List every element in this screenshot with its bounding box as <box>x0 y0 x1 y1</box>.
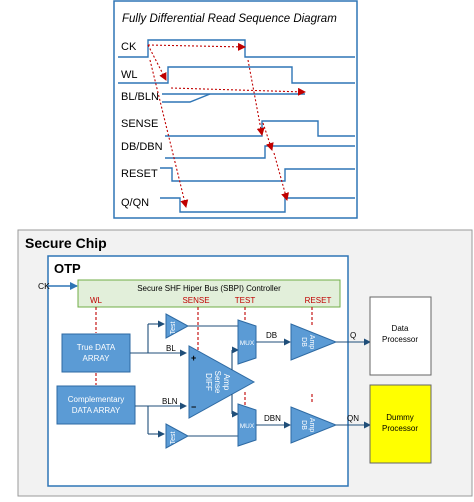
comp-array-line1: Complementary <box>68 395 124 404</box>
timing-diagram: Fully Differential Read Sequence Diagram… <box>113 0 358 219</box>
waveform-db <box>165 145 355 159</box>
db-amp-bottom <box>290 406 338 444</box>
qn-label: QN <box>347 414 359 423</box>
ctrl-signal-test: TEST <box>235 296 256 305</box>
mux-bottom <box>237 403 257 447</box>
dummy-processor-line2: Processor <box>382 424 418 433</box>
ctrl-signal-sense: SENSE <box>182 296 209 305</box>
true-array-line1: True DATA <box>77 343 116 352</box>
sense-amp-plus: + <box>191 353 196 363</box>
db-label: DB <box>266 331 277 340</box>
arrow-ck-to-q <box>149 59 189 208</box>
data-processor-line2: Processor <box>382 335 418 344</box>
sense-amp-line3: Amp <box>222 374 231 391</box>
waveform-wl <box>118 66 355 84</box>
comp-array-line2: DATA ARRAY <box>72 406 121 415</box>
bl-label: BL <box>166 344 176 353</box>
signal-label-reset: RESET <box>121 168 158 180</box>
signal-label-sense: SENSE <box>121 118 158 130</box>
arrow-ck-to-sense <box>247 59 265 136</box>
waveform-ck <box>118 39 355 58</box>
true-data-array <box>61 333 131 373</box>
sense-amp-line2: Sense <box>213 371 222 394</box>
db-amp-bottom-line2: Amp <box>308 418 315 433</box>
test-amp-bottom <box>165 423 190 449</box>
dummy-processor <box>369 384 432 464</box>
mux-bottom-label: MUX <box>240 423 255 430</box>
secure-chip: Secure Chip OTP CK Secure SHF Hiper Bus … <box>17 229 473 497</box>
signal-label-bl: BL/BLN <box>121 91 159 103</box>
sbpi-controller <box>77 279 341 308</box>
waveform-sense <box>165 120 355 137</box>
diff-sense-amp <box>188 345 256 419</box>
db-amp-top-line2: Amp <box>308 335 315 350</box>
test-amp-top <box>165 313 190 339</box>
data-processor <box>369 296 432 376</box>
waveform-q <box>160 197 355 213</box>
test-amp-bottom-label: Test <box>170 432 177 445</box>
timing-title: Fully Differential Read Sequence Diagram <box>122 13 337 25</box>
db-amp-bottom-line1: DB <box>300 420 307 430</box>
waveform-bl-bot <box>162 93 211 103</box>
mux-top <box>237 319 257 365</box>
arrow-ck-to-wl <box>147 44 167 81</box>
ctrl-signal-reset: RESET <box>305 296 332 305</box>
signal-label-ck: CK <box>121 41 137 53</box>
sbpi-controller-label: Secure SHF Hiper Bus (SBPI) Controller <box>137 284 281 293</box>
data-processor-line1: Data <box>392 324 409 333</box>
ctrl-signal-wl: WL <box>90 296 103 305</box>
q-label: Q <box>350 331 356 340</box>
db-amp-top-line1: DB <box>300 337 307 347</box>
secure-chip-title: Secure Chip <box>25 235 107 251</box>
db-amp-top <box>290 323 338 361</box>
otp-label: OTP <box>54 261 81 276</box>
ck-input-label: CK <box>38 281 50 291</box>
mux-top-label: MUX <box>240 340 255 347</box>
sense-amp-line1: DIFF <box>204 373 213 391</box>
waveform-reset <box>160 167 355 182</box>
arrow-sense-to-db <box>262 122 274 151</box>
dbn-label: DBN <box>264 414 281 423</box>
signal-label-wl: WL <box>121 69 138 81</box>
arrow-ck-fall <box>147 42 246 51</box>
timing-frame <box>113 0 358 219</box>
signal-label-q: Q/QN <box>121 197 149 209</box>
sense-amp-minus: − <box>191 402 196 412</box>
true-array-line2: ARRAY <box>83 354 111 363</box>
test-amp-top-label: Test <box>170 322 177 335</box>
bln-label: BLN <box>162 397 178 406</box>
complementary-data-array <box>56 385 136 425</box>
dummy-processor-line1: Dummy <box>386 413 414 422</box>
arrow-db-to-q <box>273 152 289 201</box>
signal-label-db: DB/DBN <box>121 141 163 153</box>
